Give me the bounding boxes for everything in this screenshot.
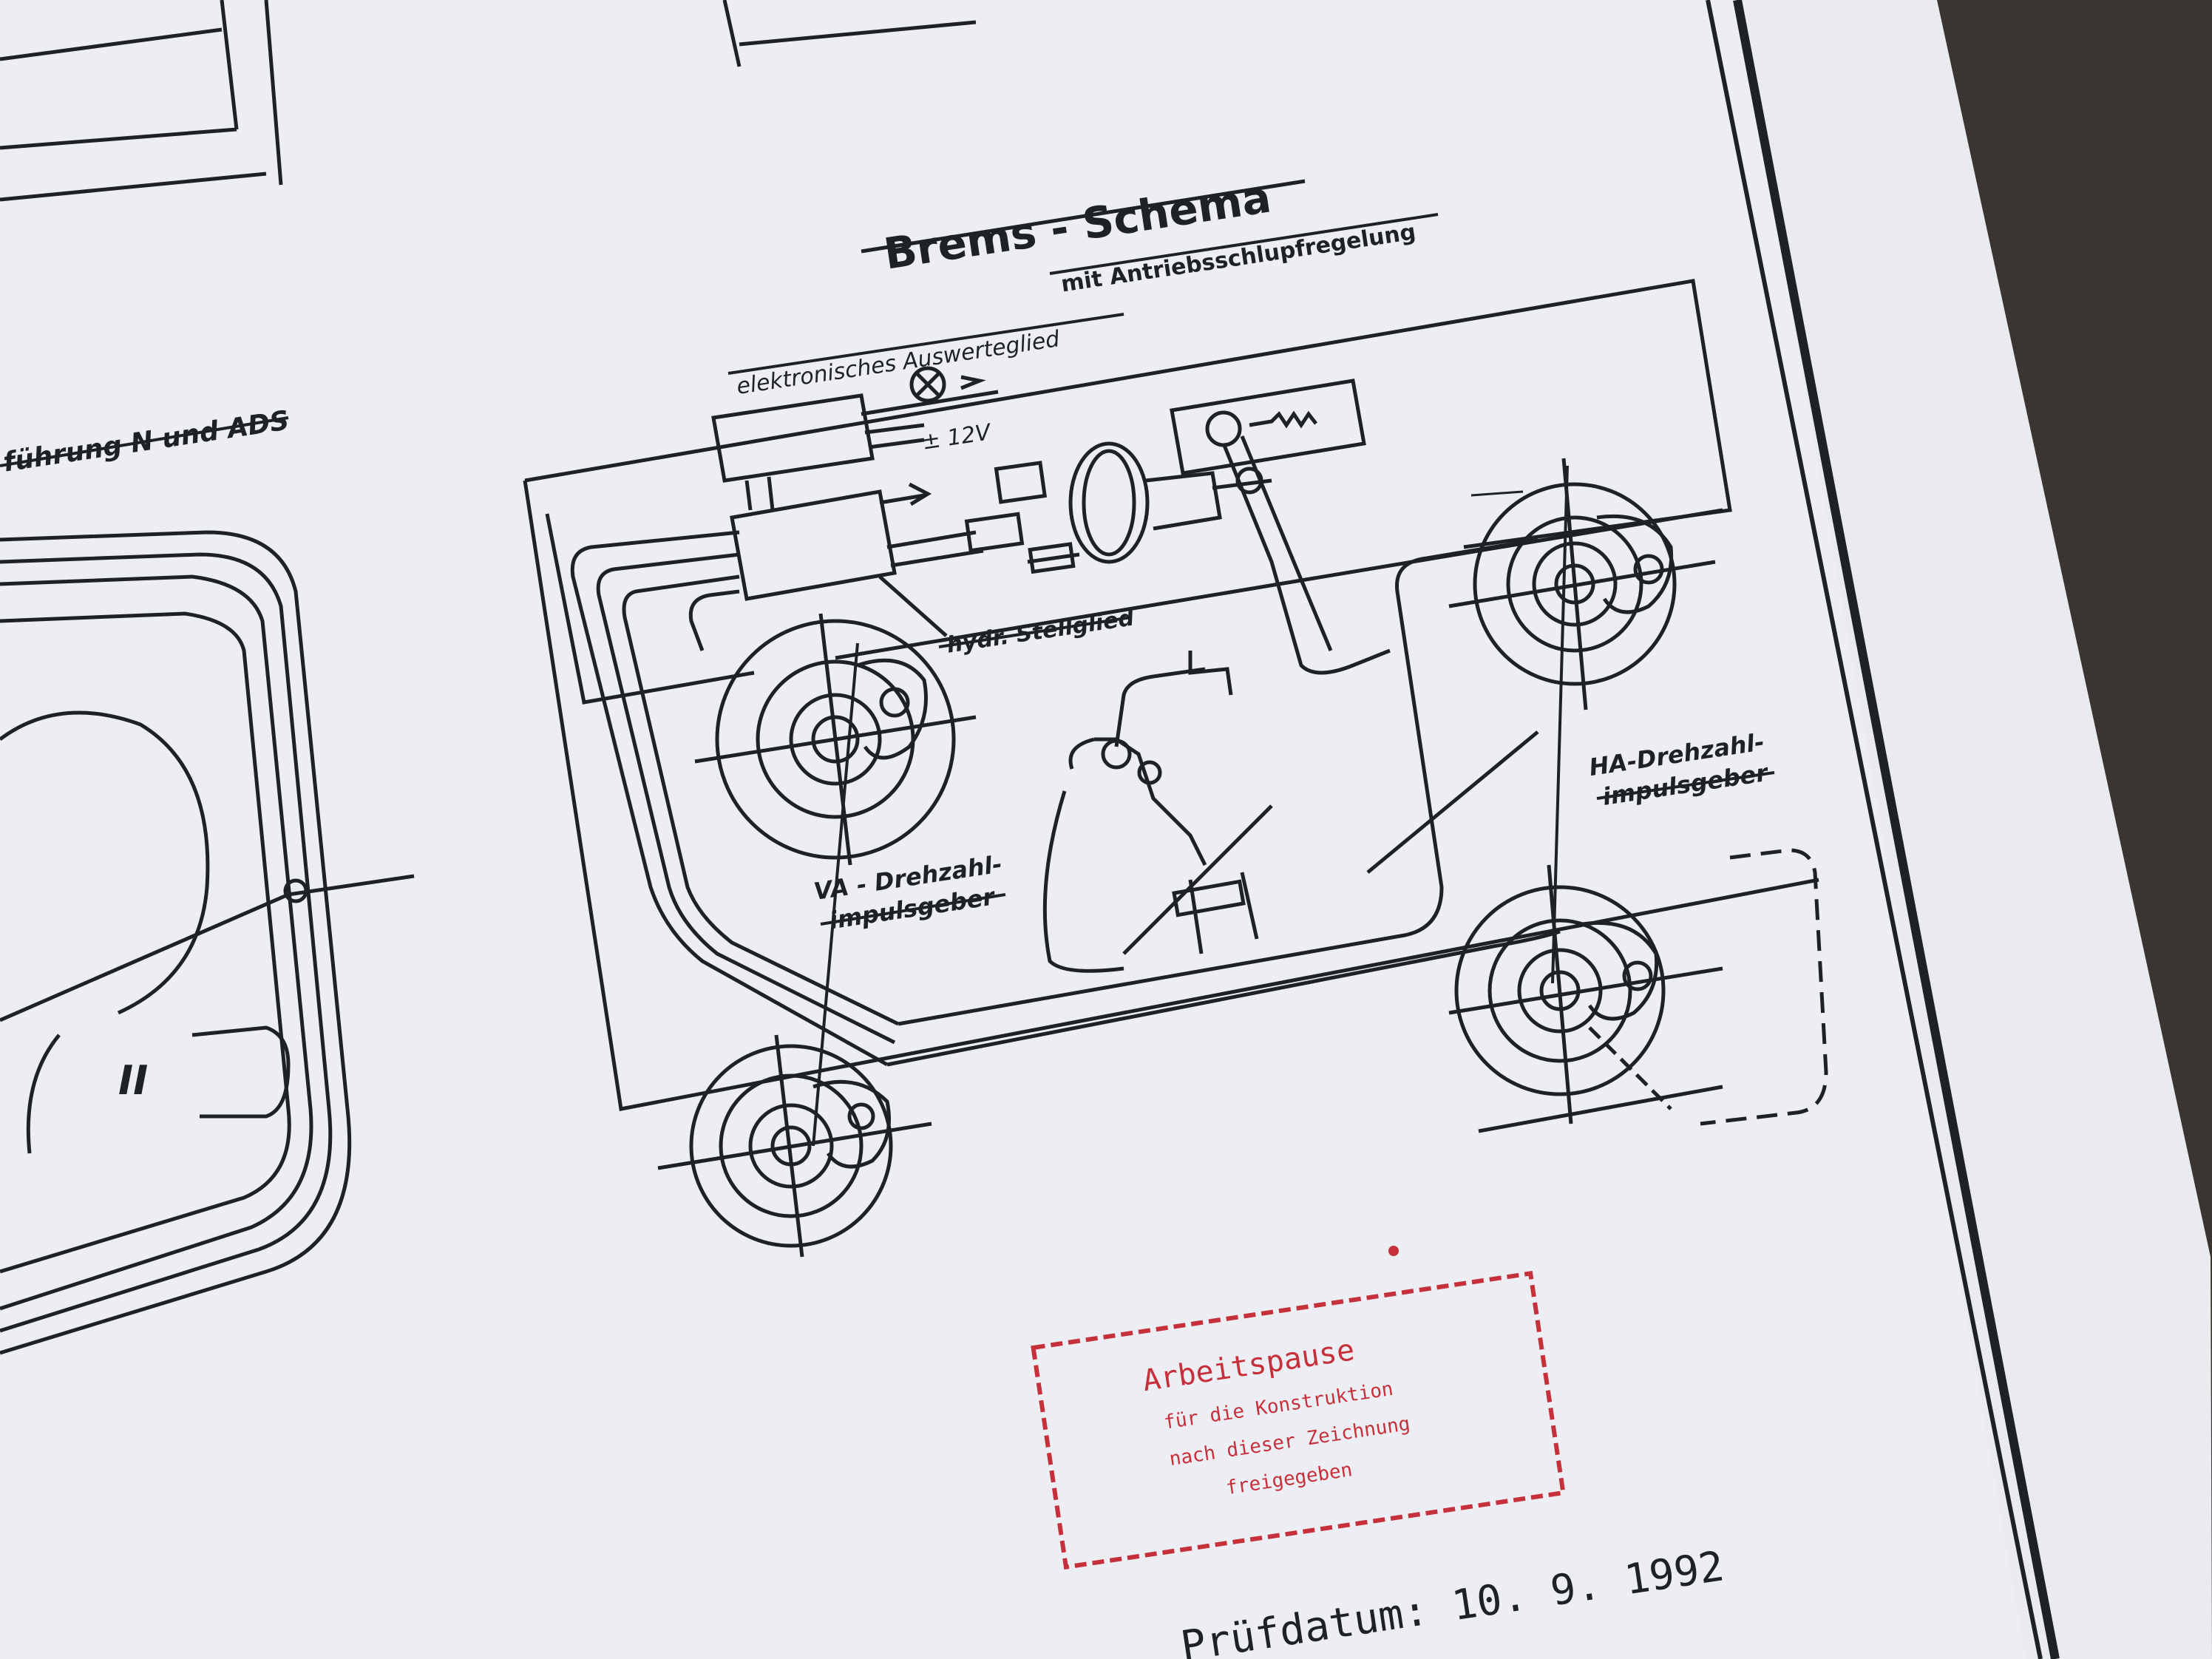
red-dot <box>1388 1246 1399 1256</box>
rear-right-wheel <box>1448 864 1723 1133</box>
pedal-assembly <box>1170 379 1391 675</box>
roman-numeral-label: II <box>118 1057 148 1104</box>
second-paper-sheet <box>1730 0 2212 1659</box>
front-left-wheel <box>694 613 977 1147</box>
page-border-line-inner <box>1733 0 2060 1659</box>
left-vehicle-outline <box>0 530 415 1355</box>
paper-sheet <box>0 0 2026 1659</box>
hydraulic-actuator-box <box>730 482 984 637</box>
dimension-lines <box>0 0 977 202</box>
rear-left-wheel <box>657 1034 932 1258</box>
front-right-wheel <box>1448 458 1716 984</box>
text-underlines <box>0 179 1775 926</box>
brake-lines <box>570 530 1828 1126</box>
secondary-pedal <box>1042 651 1259 973</box>
page-border-line <box>1706 0 2043 1659</box>
electronic-evaluator-box <box>711 366 999 511</box>
